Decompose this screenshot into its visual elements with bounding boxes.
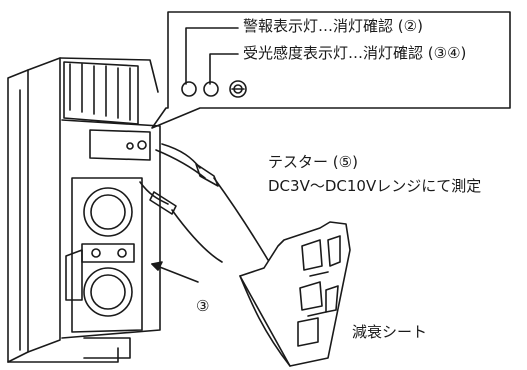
callout-bubble	[151, 11, 511, 129]
warning-lamp-icon	[181, 81, 197, 97]
insert-arrow-icon	[151, 261, 199, 283]
step-marker: ③	[196, 297, 210, 315]
tester-range-label: DC3V〜DC10Vレンジにて測定	[268, 177, 482, 195]
tester-title: テスター (⑤)	[268, 153, 358, 171]
sensitivity-indicator-label: 受光感度表示灯…消灯確認 (③④)	[243, 44, 467, 62]
attenuation-sheet-label: 減衰シート	[352, 323, 428, 341]
detector-unit	[7, 57, 161, 363]
sensitivity-indicator-leader	[209, 53, 239, 85]
warning-indicator-leader	[185, 27, 239, 85]
attenuation-sheet	[239, 221, 351, 367]
test-terminal-icon	[229, 80, 247, 98]
sensitivity-lamp-icon	[203, 81, 219, 97]
warning-indicator-label: 警報表示灯…消灯確認 (②)	[243, 17, 423, 35]
tester-probes	[139, 143, 269, 263]
